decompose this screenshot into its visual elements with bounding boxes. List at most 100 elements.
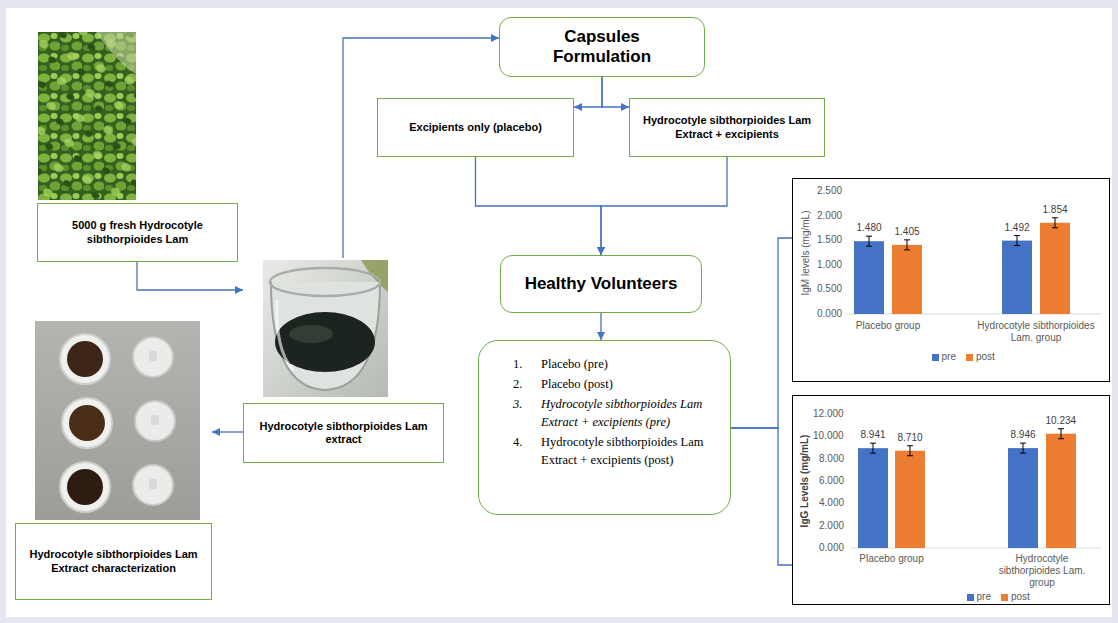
- tick-label: 1.500: [817, 234, 842, 246]
- value-label: 8.946: [1011, 429, 1036, 441]
- category-label: Hydrocotyle sibthorpioides Lam. group: [992, 553, 1092, 589]
- error-bar: [869, 236, 870, 246]
- value-label: 8.941: [861, 429, 886, 441]
- connector: [601, 157, 727, 255]
- tick-label: 2.500: [817, 185, 842, 197]
- error-cap: [870, 453, 876, 454]
- bar: [1002, 241, 1032, 314]
- box-outline: Hydrocotyle sibthorpioides Lam extract: [243, 403, 444, 463]
- connector: [574, 77, 602, 107]
- category-label: Placebo group: [832, 553, 952, 565]
- error-cap: [904, 249, 910, 250]
- list-item: Placebo (post): [541, 375, 718, 393]
- tick-label: 0.500: [817, 283, 842, 295]
- error-bar: [907, 240, 908, 250]
- list-item: Hydrocotyle sibthorpioides Lam Extract +…: [541, 433, 718, 469]
- legend-swatch: [1001, 594, 1008, 601]
- error-bar: [910, 446, 911, 456]
- connector: [602, 77, 629, 107]
- value-label: 8.710: [898, 432, 923, 444]
- connector: [137, 262, 243, 290]
- error-cap: [866, 246, 872, 247]
- error-cap: [1052, 227, 1058, 228]
- error-bar: [1061, 429, 1062, 439]
- error-bar: [1023, 443, 1024, 453]
- error-cap: [1058, 428, 1064, 429]
- error-cap: [866, 236, 872, 237]
- box-outline: Hydrocotyle sibthorpioides Lam Extract c…: [15, 523, 212, 600]
- list-item: Placebo (pre): [541, 355, 718, 373]
- legend-label: post: [1011, 591, 1030, 603]
- box-label: Hydrocotyle sibthorpioides Lam extract: [252, 420, 435, 446]
- connector: [212, 431, 243, 432]
- bar: [858, 448, 888, 548]
- tick-label: 12.000: [813, 408, 844, 420]
- value-label: 10.234: [1046, 415, 1077, 427]
- tick-label: 1.000: [817, 259, 842, 271]
- box-label: Healthy Volunteers: [525, 274, 678, 294]
- error-bar: [1017, 236, 1018, 246]
- process-box: Hydrocotyle sibthorpioides Lam Extract +…: [629, 98, 825, 157]
- error-cap: [1014, 235, 1020, 236]
- value-label: 1.492: [1005, 222, 1030, 234]
- tick-label: 10.000: [813, 430, 844, 442]
- category-label: Placebo group: [828, 320, 948, 332]
- error-cap: [907, 445, 913, 446]
- error-cap: [904, 239, 910, 240]
- list-item: Hydrocotyle sibthorpioides Lam Extract +…: [541, 395, 718, 431]
- process-box: Capsules Formulation: [499, 17, 705, 77]
- error-cap: [1020, 443, 1026, 444]
- tick-label: 4.000: [819, 497, 844, 509]
- tick-label: 0.000: [817, 308, 842, 320]
- image-step-box: Hydrocotyle sibthorpioides Lam Extract c…: [15, 321, 212, 600]
- image-step-box: Hydrocotyle sibthorpioides Lam extract: [243, 258, 444, 463]
- legend-swatch: [966, 354, 973, 361]
- list-number: 4.: [513, 433, 522, 451]
- connector: [600, 313, 601, 340]
- tick-label: 2.000: [819, 520, 844, 532]
- box-outline: 5000 g fresh Hydrocotyle sibthorpioides …: [37, 203, 238, 262]
- legend-label: pre: [977, 591, 991, 603]
- tick-label: 8.000: [819, 453, 844, 465]
- error-cap: [870, 443, 876, 444]
- legend-label: post: [976, 351, 995, 363]
- bar: [895, 451, 925, 548]
- process-box: Healthy Volunteers: [500, 255, 702, 313]
- tick-label: 0.000: [819, 542, 844, 554]
- box-label: Hydrocotyle sibthorpioides Lam Extract +…: [638, 114, 816, 140]
- connector: [731, 238, 792, 428]
- bar: [892, 245, 922, 314]
- error-cap: [1052, 217, 1058, 218]
- list-number: 3.: [513, 395, 522, 413]
- tick-label: 6.000: [819, 475, 844, 487]
- error-cap: [907, 455, 913, 456]
- chart-legend: pre post: [967, 591, 1030, 603]
- box-label: Capsules Formulation: [542, 27, 662, 68]
- list-box: 1.Placebo (pre)2.Placebo (post)3.Hydroco…: [478, 340, 731, 515]
- process-box: Excipients only (placebo): [377, 98, 574, 157]
- box-label: Excipients only (placebo): [409, 121, 542, 134]
- value-label: 1.480: [857, 222, 882, 234]
- bar: [1040, 223, 1070, 314]
- box-label: 5000 g fresh Hydrocotyle sibthorpioides …: [46, 219, 229, 245]
- plant-photo: [38, 32, 136, 200]
- legend-swatch: [967, 594, 974, 601]
- error-bar: [873, 443, 874, 453]
- error-cap: [1020, 453, 1026, 454]
- box-label: Hydrocotyle sibthorpioides Lam Extract c…: [24, 548, 203, 574]
- category-label: Hydrocotyle sibthorpioides Lam. group: [966, 320, 1106, 344]
- connector: [731, 428, 792, 565]
- value-label: 1.854: [1043, 204, 1068, 216]
- extract-beaker-photo: [263, 260, 388, 397]
- connector: [476, 157, 602, 255]
- value-label: 1.405: [895, 226, 920, 238]
- list-number: 1.: [513, 355, 522, 373]
- axis-title: IgG Levels (mg/mL): [799, 435, 811, 528]
- axis-title: IgM levels (mg/mL): [799, 210, 811, 295]
- bar: [1008, 448, 1038, 548]
- bar-chart-panel: IgG Levels (mg/mL) 12.000 10.000 8.000 6.000…: [792, 395, 1110, 605]
- error-cap: [1014, 245, 1020, 246]
- image-step-box: 5000 g fresh Hydrocotyle sibthorpioides …: [37, 32, 238, 262]
- characterization-cups-photo: [35, 321, 200, 520]
